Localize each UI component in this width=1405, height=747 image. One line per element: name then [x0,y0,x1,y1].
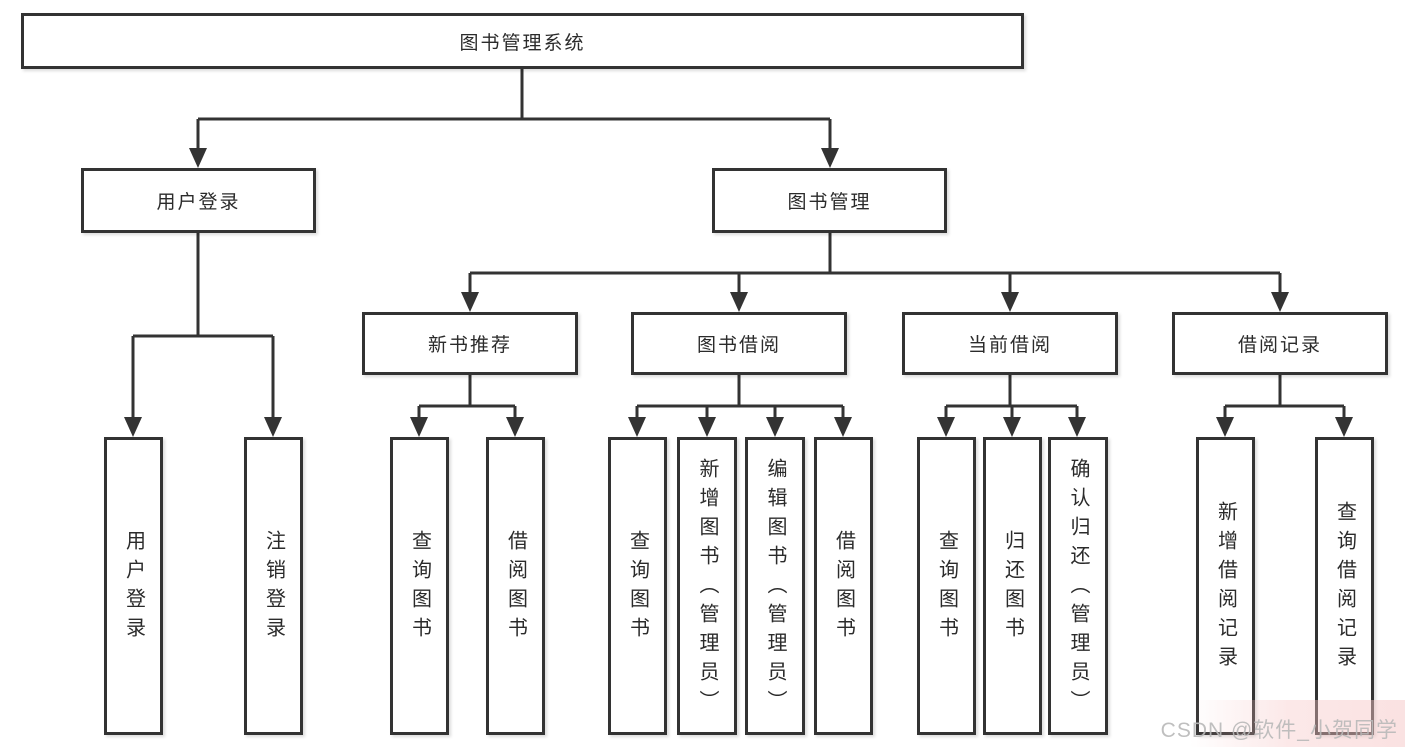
arrowheads [124,148,1353,437]
leaf-query-books-1: 查询图书 [390,437,449,735]
leaf-edit-books-admin: 编辑图书（管理员） [745,437,805,735]
connector-book-borrow-leaves [635,375,845,418]
node-new-book-recommend: 新书推荐 [362,312,578,375]
connector-user-login-leaves [131,233,275,418]
leaf-query-books-2: 查询图书 [608,437,667,735]
node-borrow-records: 借阅记录 [1172,312,1388,375]
leaf-query-books-3: 查询图书 [917,437,976,735]
connector-book-mgmt-level3 [468,233,1282,294]
leaf-confirm-return-admin: 确认归还（管理员） [1048,437,1108,735]
connector-new-book-leaves [417,375,517,418]
leaf-logout: 注销登录 [244,437,303,735]
connector-borrow-record-leaves [1223,375,1346,418]
leaf-user-login: 用户登录 [104,437,163,735]
node-book-management: 图书管理 [712,168,947,233]
leaf-borrow-books-1: 借阅图书 [486,437,545,735]
node-book-borrow: 图书借阅 [631,312,847,375]
connector-current-borrow-leaves [944,375,1079,418]
leaf-borrow-books-2: 借阅图书 [814,437,873,735]
leaf-add-books-admin: 新增图书（管理员） [677,437,737,735]
leaf-add-borrow-record: 新增借阅记录 [1196,437,1255,735]
leaf-return-books: 归还图书 [983,437,1042,735]
node-root: 图书管理系统 [21,13,1024,69]
leaf-query-borrow-record: 查询借阅记录 [1315,437,1374,735]
watermark: CSDN @软件_小贺同学 [1160,719,1398,742]
node-user-login: 用户登录 [81,168,316,233]
node-current-borrow: 当前借阅 [902,312,1118,375]
connector-root-level2 [196,69,832,150]
